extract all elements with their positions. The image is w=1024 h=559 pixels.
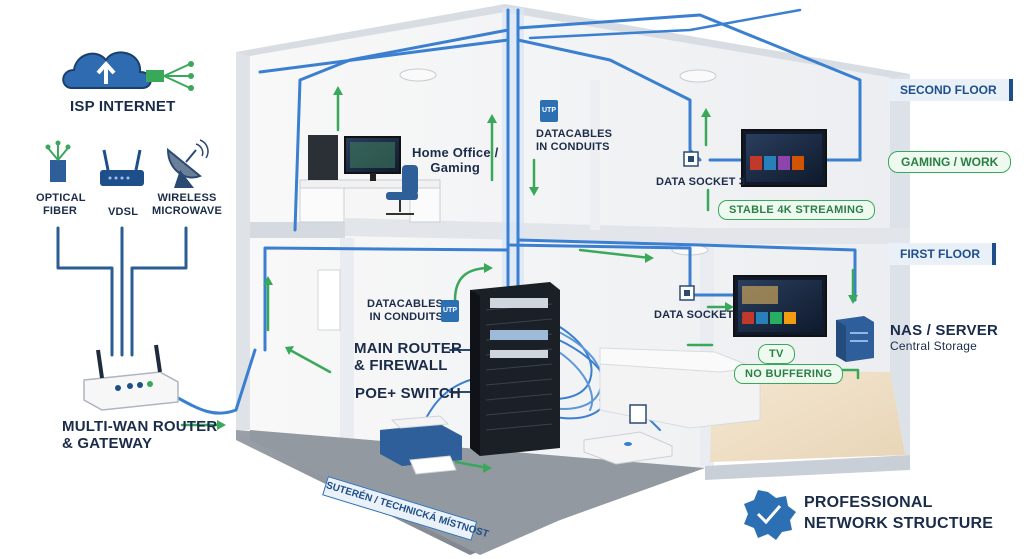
vdsl-modem-icon (100, 149, 144, 186)
first-floor-tag: FIRST FLOOR (888, 243, 996, 265)
data-socket-3 (683, 151, 699, 167)
stable-4k-badge: STABLE 4K STREAMING (718, 200, 876, 220)
source-vdsl-label: VDSL (108, 206, 139, 218)
cloud-upload-icon (62, 51, 194, 91)
tv-badge: TV (758, 344, 795, 364)
first-floor-tv (733, 275, 827, 337)
home-office-desk (299, 135, 441, 223)
datacables-mid-label: DATACABLES IN CONDUITS (367, 298, 444, 323)
server-rack (470, 282, 560, 456)
office-chair (386, 165, 418, 215)
footer-title: PROFESSIONAL NETWORK STRUCTURE (804, 494, 994, 532)
data-socket-2 (679, 285, 695, 301)
wifi-access-point (583, 404, 673, 465)
printer (380, 415, 462, 475)
check-badge-icon (744, 490, 796, 540)
no-buffering-badge: NO BUFFERING (734, 364, 844, 384)
main-router-label: MAIN ROUTER & FIREWALL (354, 340, 463, 375)
nas-server (836, 316, 874, 362)
data-socket-2-label: DATA SOCKET 2 (654, 309, 744, 321)
optical-fiber-icon (45, 140, 71, 182)
poe-switch-label: POE+ SWITCH (355, 385, 461, 402)
second-floor-tv (741, 129, 827, 187)
nas-subtitle-label: Central Storage (890, 339, 978, 353)
data-socket-3-label: DATA SOCKET 3 (656, 176, 746, 188)
nas-server-label: NAS / SERVER (890, 322, 998, 339)
source-wireless-label: WIRELESS MICROWAVE (151, 192, 223, 217)
home-office-label: Home Office / Gaming (412, 145, 499, 175)
source-optical-fiber-label: OPTICAL FIBER (36, 192, 86, 217)
utp-icon-mid: UTP (441, 300, 459, 322)
router-gateway-label: MULTI-WAN ROUTER & GATEWAY (62, 418, 218, 453)
utp-icon-top: UTP (540, 100, 558, 122)
gaming-work-badge: GAMING / WORK (888, 151, 1012, 173)
second-floor-tag: SECOND FLOOR (888, 79, 1013, 101)
satellite-dish-icon (166, 139, 209, 188)
router-icon (83, 344, 179, 411)
datacables-top-label: DATACABLES IN CONDUITS (536, 128, 613, 153)
isp-internet-label: ISP INTERNET (70, 98, 176, 115)
